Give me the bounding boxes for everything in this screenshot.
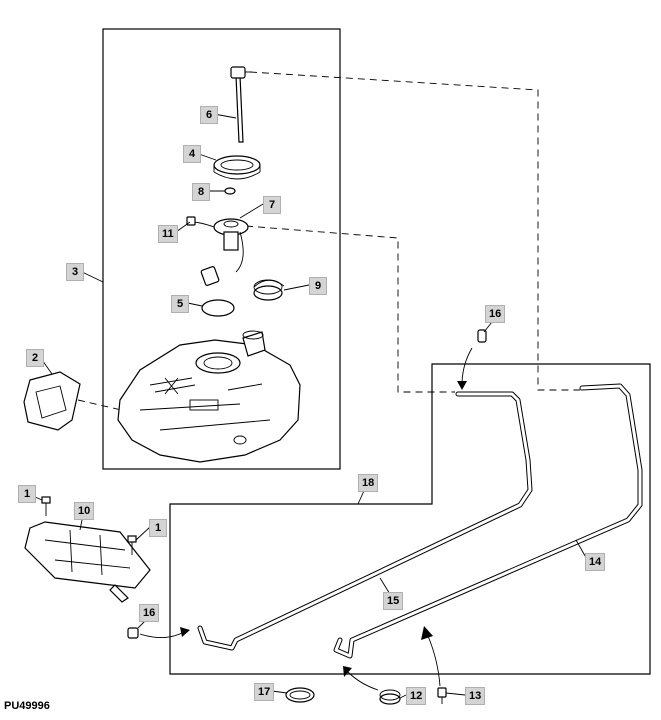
vent-line-14 [333, 383, 643, 659]
seal-ring [201, 299, 235, 317]
leader-lines [27, 113, 589, 699]
fuel-line-connection [245, 225, 455, 393]
callout-7: 7 [263, 196, 281, 214]
callout-4: 4 [183, 145, 201, 163]
callout-13: 13 [465, 687, 486, 705]
fuel-sender [186, 216, 249, 286]
callout-1-right: 1 [149, 519, 167, 537]
drawing-code: PU49996 [4, 700, 50, 712]
grommet [379, 689, 401, 705]
arrow-clip-13 [427, 635, 441, 687]
arrowhead-upper [457, 381, 467, 390]
mounting-bracket [24, 521, 151, 603]
arrowhead-lower [180, 627, 190, 637]
callout-5: 5 [171, 295, 189, 313]
callout-17: 17 [254, 683, 275, 701]
callout-9: 9 [309, 277, 327, 295]
callout-18: 18 [358, 474, 379, 492]
arrow-clip-upper [461, 347, 473, 386]
arrow-clip-lower [139, 631, 185, 638]
fuel-line-group-box [169, 363, 651, 675]
fuel-tank [117, 330, 301, 463]
hose-clamp [285, 687, 315, 703]
callout-16-upper: 16 [485, 305, 506, 323]
tank-guard [23, 371, 81, 431]
callout-14: 14 [585, 553, 606, 571]
callout-8: 8 [192, 183, 210, 201]
small-clip [437, 687, 447, 704]
fuel-tank-assembly-box [102, 28, 341, 470]
small-seal [224, 187, 236, 195]
callout-15: 15 [383, 592, 404, 610]
callout-6: 6 [200, 106, 218, 124]
arrow-grommet [347, 671, 379, 691]
lock-ring [213, 155, 261, 180]
filler-cap [253, 279, 285, 301]
clip-upper [477, 329, 487, 343]
callout-1-upper: 1 [18, 485, 36, 503]
fuel-line-15 [197, 391, 533, 651]
arrowhead-grommet [343, 666, 352, 677]
clip-lower [127, 627, 139, 639]
arrowhead-13 [421, 626, 433, 640]
vent-tube [230, 66, 252, 143]
vent-line-connection [249, 71, 580, 391]
bolt-right [127, 535, 137, 555]
callout-3: 3 [66, 263, 84, 281]
callout-16-lower: 16 [139, 604, 160, 622]
callout-2: 2 [26, 349, 44, 367]
bolt-upper [41, 496, 51, 516]
guard-connection [77, 399, 131, 413]
callout-10: 10 [74, 502, 95, 520]
callout-12: 12 [406, 687, 427, 705]
callout-11: 11 [158, 225, 178, 243]
